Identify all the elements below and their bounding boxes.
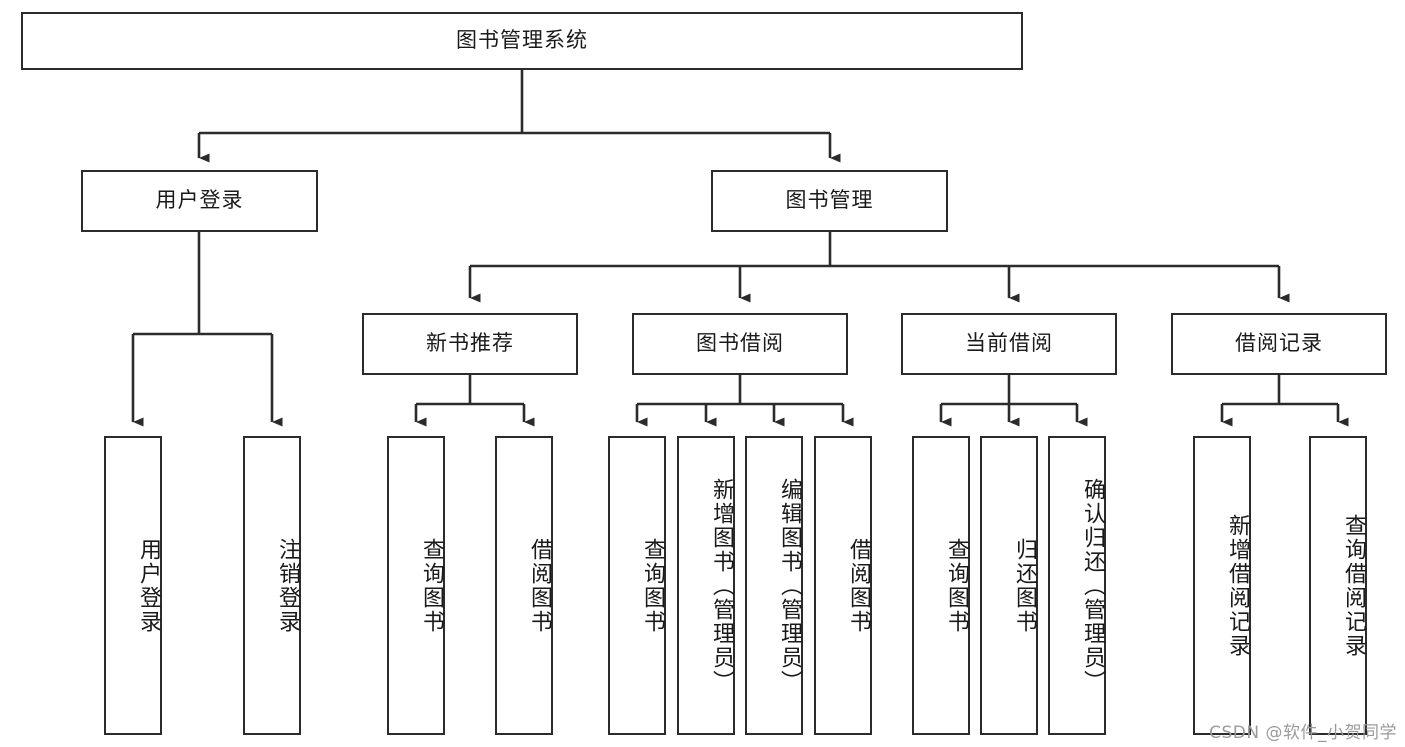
node-label: 确认归还（管理员）: [1080, 477, 1105, 694]
node-book-management[interactable]: 图书管理: [711, 170, 948, 232]
leaf-record-add-record[interactable]: 新增借阅记录: [1193, 436, 1251, 735]
node-user-login[interactable]: 用户登录: [81, 170, 318, 232]
node-book-borrow[interactable]: 图书借阅: [632, 313, 848, 375]
node-label: 新增图书（管理员）: [709, 477, 734, 694]
node-label: 注销登录: [275, 537, 300, 634]
node-label: 图书管理系统: [456, 28, 588, 53]
node-label: 用户登录: [136, 537, 161, 634]
node-label: 编辑图书（管理员）: [777, 477, 802, 694]
node-label: 图书管理: [785, 188, 874, 213]
leaf-current-return-book[interactable]: 归还图书: [980, 436, 1038, 735]
node-label: 新增借阅记录: [1225, 513, 1250, 658]
leaf-user-login-login[interactable]: 用户登录: [104, 436, 162, 735]
node-root-system[interactable]: 图书管理系统: [21, 12, 1023, 70]
leaf-current-confirm-return-admin[interactable]: 确认归还（管理员）: [1048, 436, 1106, 735]
leaf-borrow-query-book[interactable]: 查询图书: [608, 436, 666, 735]
leaf-recommend-query-book[interactable]: 查询图书: [387, 436, 445, 735]
leaf-user-login-logout[interactable]: 注销登录: [243, 436, 301, 735]
leaf-recommend-borrow-book[interactable]: 借阅图书: [495, 436, 553, 735]
node-label: 新书推荐: [426, 331, 514, 356]
leaf-borrow-add-book-admin[interactable]: 新增图书（管理员）: [677, 436, 735, 735]
node-label: 借阅图书: [846, 537, 871, 634]
leaf-borrow-edit-book-admin[interactable]: 编辑图书（管理员）: [745, 436, 803, 735]
leaf-record-query-record[interactable]: 查询借阅记录: [1309, 436, 1367, 735]
node-current-borrow[interactable]: 当前借阅: [901, 313, 1117, 375]
leaf-current-query-book[interactable]: 查询图书: [912, 436, 970, 735]
node-label: 查询图书: [640, 537, 665, 634]
node-label: 借阅图书: [527, 537, 552, 634]
node-label: 查询图书: [944, 537, 969, 634]
node-new-book-recommend[interactable]: 新书推荐: [362, 313, 578, 375]
node-label: 用户登录: [155, 188, 244, 213]
node-label: 查询图书: [419, 537, 444, 634]
node-borrow-record[interactable]: 借阅记录: [1171, 313, 1387, 375]
node-label: 借阅记录: [1235, 331, 1323, 356]
node-label: 归还图书: [1012, 537, 1037, 634]
leaf-borrow-borrow-book[interactable]: 借阅图书: [814, 436, 872, 735]
node-label: 当前借阅: [965, 331, 1053, 356]
node-label: 图书借阅: [696, 331, 784, 356]
watermark: CSDN @软件_小贺同学: [1209, 723, 1397, 743]
node-label: 查询借阅记录: [1341, 513, 1366, 658]
